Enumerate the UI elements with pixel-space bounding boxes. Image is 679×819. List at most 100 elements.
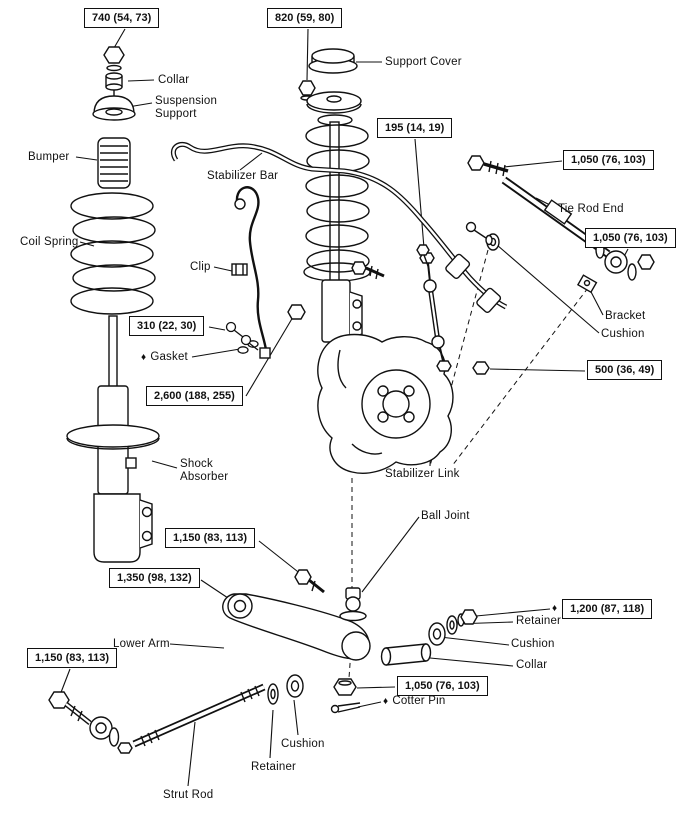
shock-absorber-line2: Absorber xyxy=(180,471,229,483)
tie-rod-assembly xyxy=(465,155,663,281)
stabilizer-bushing-a xyxy=(445,253,471,279)
lower-arm-assembly xyxy=(222,569,371,714)
strut-mount-part xyxy=(306,91,362,126)
tie-rod-adjuster-hex xyxy=(543,199,573,225)
arm-ball-socket xyxy=(341,631,371,661)
ball-joint-castle-nut xyxy=(333,678,357,696)
torque-spec-1050-tie-rod-lower: 1,050 (76, 103) xyxy=(585,228,676,248)
rear-mount-nut xyxy=(457,609,478,627)
coil-spring-label: Coil Spring xyxy=(20,236,79,248)
torque-spec-1200-row: ♦ 1,200 (87, 118) xyxy=(552,599,653,619)
stabilizer-bar-label: Stabilizer Bar xyxy=(207,170,279,182)
strut-rod-rear-mount xyxy=(380,609,478,666)
front-bushing-set xyxy=(89,716,133,754)
link-top-ball xyxy=(423,279,437,293)
top-nut xyxy=(103,46,125,64)
coil-spring-part xyxy=(70,192,156,315)
tie-rod-washer-b xyxy=(627,263,637,281)
strut-rod-threads xyxy=(140,685,260,747)
tie-rod-bolt-head xyxy=(467,155,485,171)
bracket-label: Bracket xyxy=(605,310,646,322)
torque-spec-195: 195 (14, 19) xyxy=(377,118,453,138)
link-bottom-nut xyxy=(436,360,452,372)
torque-spec-500: 500 (36, 49) xyxy=(587,360,663,380)
strut-rod-front-bolt xyxy=(48,691,92,725)
ball-joint-part xyxy=(339,587,367,622)
shock-absorber-line1: Shock xyxy=(180,458,213,470)
shock-absorber-part xyxy=(66,315,160,563)
link-bottom-ball xyxy=(431,335,445,349)
torque-spec-1150-arm-front: 1,150 (83, 113) xyxy=(165,528,256,548)
bracket-bolt xyxy=(351,261,385,280)
collar-cylinder xyxy=(380,643,432,666)
support-cover-part xyxy=(308,48,358,74)
torque-spec-820: 820 (59, 80) xyxy=(267,8,343,28)
cotter-pin-label-text: Cotter Pin xyxy=(392,695,446,707)
retainer-washer-right xyxy=(446,615,458,635)
stab-nut-500 xyxy=(472,361,490,375)
cushion-upper-label: Cushion xyxy=(601,328,645,340)
diamond-marker-icon: ♦ xyxy=(552,603,558,614)
gasket-label: ♦Gasket xyxy=(141,351,188,364)
retainer-right-label: Retainer xyxy=(516,615,562,627)
cushion-bottom-label: Cushion xyxy=(281,738,325,750)
torque-spec-1150-strut-rod: 1,150 (83, 113) xyxy=(27,648,118,668)
cushion-donut-right xyxy=(428,622,446,646)
lower-arm-label: Lower Arm xyxy=(113,638,170,650)
top-washer xyxy=(106,64,122,72)
bumper-label: Bumper xyxy=(28,151,70,163)
steering-knuckle-hub xyxy=(317,333,454,474)
strut-rod-assembly xyxy=(48,674,304,754)
strut-rod-label: Strut Rod xyxy=(163,789,214,801)
collar-right-label: Collar xyxy=(516,659,548,671)
arm-front-bolt xyxy=(294,569,325,594)
ball-joint-label: Ball Joint xyxy=(421,510,470,522)
hose-fitting xyxy=(259,347,271,359)
suspension-support-line1: Suspension xyxy=(155,95,218,107)
collar-part xyxy=(105,72,123,91)
union-bolts-310 xyxy=(225,321,259,351)
rod-cushion-donut xyxy=(286,674,304,698)
stabilizer-bar-part xyxy=(170,141,598,313)
suspension-support-line2: Support xyxy=(155,108,197,120)
hub-nut xyxy=(287,304,306,320)
cotter-pin-label: ♦Cotter Pin xyxy=(383,695,445,708)
strut-top-nut xyxy=(298,80,316,96)
torque-spec-740: 740 (54, 73) xyxy=(84,8,160,28)
small-bolt-195 xyxy=(416,244,430,267)
diamond-marker-icon: ♦ xyxy=(141,352,147,363)
torque-spec-2600: 2,600 (188, 255) xyxy=(146,386,243,406)
support-cover-label: Support Cover xyxy=(385,56,462,68)
stabilizer-link-assembly xyxy=(416,244,490,375)
cotter-pin-part xyxy=(330,702,361,714)
bumper-part xyxy=(97,137,131,189)
torque-spec-1200: 1,200 (87, 118) xyxy=(562,599,653,619)
suspension-support-label: Suspension Support xyxy=(155,95,217,121)
leader-lines xyxy=(59,28,629,787)
brake-hose-group xyxy=(225,186,271,359)
shock-absorber-label: Shock Absorber xyxy=(180,458,228,484)
torque-spec-1050-ball-joint: 1,050 (76, 103) xyxy=(397,676,488,696)
center-strut-assembly xyxy=(287,48,454,474)
gasket-label-text: Gasket xyxy=(150,351,188,363)
stabilizer-bushing-b xyxy=(476,287,502,313)
strut-lower-bracket xyxy=(321,279,363,343)
tie-rod-nut xyxy=(637,254,655,270)
stabilizer-link-label: Stabilizer Link xyxy=(385,468,460,480)
cushion-right-label: Cushion xyxy=(511,638,555,650)
collar-top-label: Collar xyxy=(158,74,190,86)
clip-label: Clip xyxy=(190,261,211,273)
torque-spec-1350: 1,350 (98, 132) xyxy=(109,568,200,588)
clip-part xyxy=(231,263,248,276)
rod-retainer-washer xyxy=(267,683,279,705)
retainer-bottom-label: Retainer xyxy=(251,761,297,773)
torque-spec-1050-tie-rod-upper: 1,050 (76, 103) xyxy=(563,150,654,170)
hose-banjo xyxy=(234,198,246,210)
upper-small-bolt xyxy=(465,221,493,246)
tie-rod-end-label: Tie Rod End xyxy=(558,203,624,215)
torque-spec-310: 310 (22, 30) xyxy=(129,316,205,336)
left-strut-assembly xyxy=(66,46,160,563)
diamond-marker-icon: ♦ xyxy=(383,696,389,707)
